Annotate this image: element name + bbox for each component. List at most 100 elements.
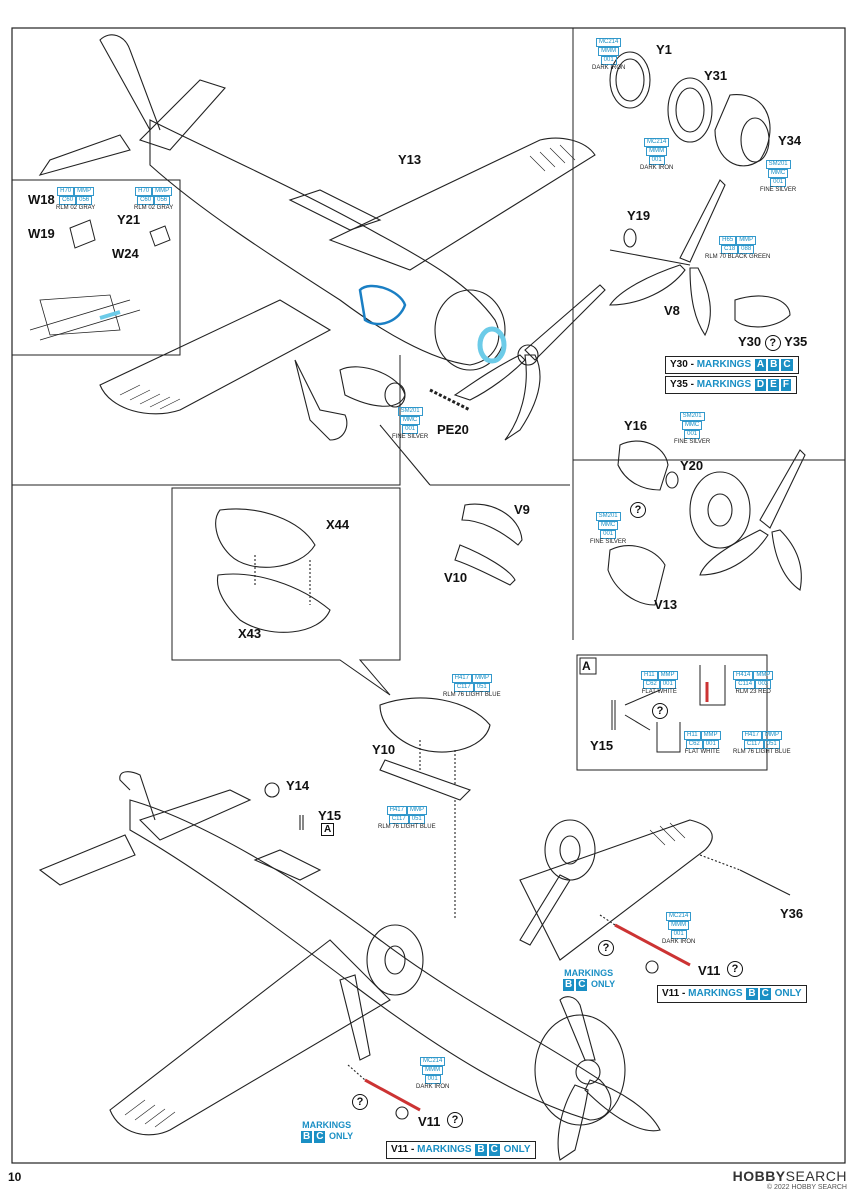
part-label-y36: Y36: [780, 906, 804, 921]
paint-code: MMM: [422, 1066, 444, 1075]
paint-code: C18: [721, 245, 739, 254]
paint-name: RLM 02 GRAY: [56, 205, 96, 211]
paint-code: SM201: [595, 512, 621, 521]
paint-code: 056: [76, 196, 93, 205]
part-label-v13: V13: [654, 597, 678, 612]
banner-word: MARKINGS: [688, 988, 743, 999]
note-word: MARKINGS: [302, 1120, 352, 1130]
part-label-y21: Y21: [117, 212, 141, 227]
marking-badge: B: [301, 1131, 313, 1143]
marking-badge: B: [746, 988, 758, 1000]
canopy-callout-bubble: [171, 487, 401, 696]
paint-code: H417: [741, 731, 762, 740]
paint-code: SM201: [765, 160, 791, 169]
marking-badge: E: [768, 379, 779, 391]
page-number: 10: [8, 1170, 22, 1184]
paint-name: FINE SILVER: [392, 434, 429, 440]
banner-word: MARKINGS: [696, 379, 752, 390]
paint-code: H11: [641, 671, 658, 680]
paint-name: RLM 23 RED: [735, 689, 771, 695]
y10-parts: [379, 697, 791, 1120]
paint-code: C62: [685, 740, 703, 749]
paint-code: 001: [702, 740, 719, 749]
marking-badge: C: [759, 988, 771, 1000]
marking-badge: F: [780, 379, 791, 391]
paint-code: H417: [386, 806, 407, 815]
part-label-y30-option: Y30 ? Y35: [738, 334, 807, 351]
paint-code: H11: [684, 731, 701, 740]
part-label-y19: Y19: [627, 208, 651, 223]
paint-code: C62: [642, 680, 660, 689]
paint-code: C117: [453, 683, 474, 692]
marking-badge: B: [563, 979, 575, 991]
note-tail: ONLY: [328, 1131, 354, 1141]
paint-code: C60: [137, 196, 155, 205]
paint-name: FLAT WHITE: [641, 689, 677, 695]
paint-code: 001: [684, 430, 701, 439]
paint-callout-fine-silver-y34: SM201 MMC 001 FINE SILVER: [760, 160, 796, 194]
marking-badge: B: [768, 359, 780, 371]
y30-text: Y30: [738, 334, 762, 349]
paint-code: MMM: [598, 47, 620, 56]
part-label-v10: V10: [444, 570, 468, 585]
paint-code: 051: [408, 815, 425, 824]
paint-name: DARK IRON: [416, 1084, 450, 1090]
cockpit-detail-inset: [12, 179, 181, 356]
paint-code: MMC: [767, 169, 789, 178]
section-divider-left: [12, 355, 401, 486]
banner-word: MARKINGS: [696, 359, 752, 370]
paint-callout-dark-iron-v11-left: MC214 MMM 001 DARK IRON: [416, 1057, 449, 1091]
paint-code: MMP: [471, 674, 492, 683]
marking-badge: C: [781, 359, 793, 371]
paint-code: MMP: [700, 731, 721, 740]
paint-name: RLM 70 BLACK GREEN: [705, 254, 771, 260]
paint-code: MMC: [681, 421, 703, 430]
optional-icon: ?: [598, 940, 614, 956]
marking-badge: C: [576, 979, 588, 991]
paint-callout-fine-silver-intake: SM201 MMC 001 FINE SILVER: [392, 407, 428, 441]
part-label-v11-left: V11: [418, 1114, 441, 1129]
page-frame: [11, 27, 846, 1164]
part-label-v9: V9: [514, 502, 530, 517]
paint-code: MMP: [736, 236, 757, 245]
part-label-y13: Y13: [398, 152, 422, 167]
note-tail: ONLY: [590, 979, 616, 989]
top-aircraft: [29, 34, 606, 441]
paint-code: 001: [648, 156, 665, 165]
part-label-v11-right: V11: [698, 963, 721, 978]
marking-badge: D: [754, 379, 767, 391]
v9-v10-parts: [454, 503, 523, 586]
optional-icon: ?: [447, 1112, 463, 1128]
paint-code: MC214: [644, 138, 670, 147]
paint-code: H70: [135, 187, 153, 196]
paint-code: 051: [473, 683, 490, 692]
optional-icon: ?: [352, 1094, 368, 1110]
paint-code: C117: [743, 740, 764, 749]
part-label-y31: Y31: [704, 68, 728, 83]
cockpit-detail-parts: [39, 219, 171, 336]
paint-code: MMP: [753, 671, 774, 680]
intake-parts: [339, 366, 570, 486]
banner-part: V11 -: [662, 988, 686, 999]
paint-code: 001: [600, 530, 617, 539]
banner-word: MARKINGS: [417, 1144, 472, 1155]
part-label-y15: Y15: [318, 808, 342, 823]
paint-code: 001: [659, 680, 676, 689]
paint-code: H70: [57, 187, 75, 196]
paint-name: RLM 76 LIGHT BLUE: [378, 824, 436, 830]
marking-badge: C: [314, 1131, 326, 1143]
y35-text: Y35: [784, 334, 808, 349]
paint-code: MMP: [74, 187, 95, 196]
paint-code: MC214: [666, 912, 692, 921]
banner-part: Y30 -: [670, 359, 694, 370]
paint-code: H417: [451, 674, 472, 683]
